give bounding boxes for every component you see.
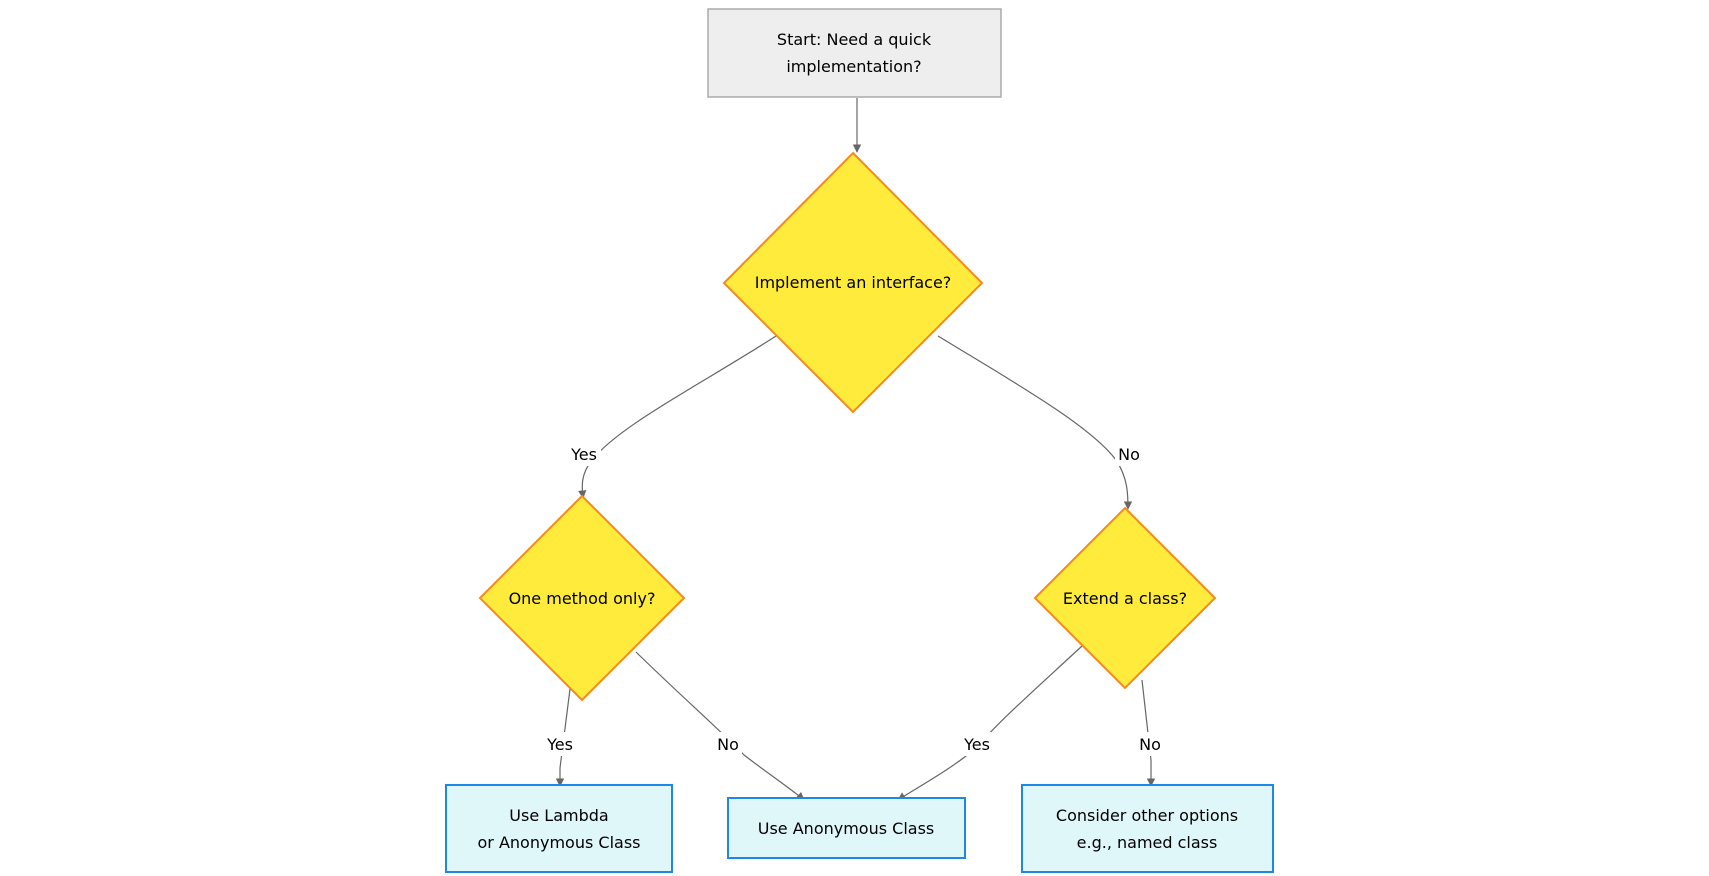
other-options-outcome-label-line1: Consider other options (1056, 806, 1238, 825)
interface-decision-label: Implement an interface? (755, 273, 952, 292)
start-node-label-line1: Start: Need a quick (777, 30, 932, 49)
edge-label-one-method-yes: Yes (546, 735, 573, 754)
edge-label-extend-no: No (1139, 735, 1161, 754)
edge-one-method-yes (555, 688, 571, 787)
edge-one-method-no (635, 651, 805, 801)
one-method-decision-node[interactable]: One method only? (478, 494, 686, 702)
edge-interface-yes (578, 335, 777, 499)
one-method-decision-diamond (478, 494, 686, 702)
anonymous-outcome-node[interactable]: Use Anonymous Class (727, 797, 966, 859)
other-options-outcome-node[interactable]: Consider other options e.g., named class (1021, 784, 1274, 873)
lambda-outcome-node[interactable]: Use Lambda or Anonymous Class (445, 784, 673, 873)
one-method-decision-label: One method only? (509, 589, 656, 608)
lambda-outcome-label-line2: or Anonymous Class (478, 833, 641, 852)
edge-labels-group: Yes No Yes No Yes No (543, 442, 1164, 756)
lambda-outcome-box (445, 784, 673, 873)
other-options-outcome-label-line2: e.g., named class (1077, 833, 1218, 852)
interface-decision-node[interactable]: Implement an interface? (722, 151, 984, 414)
edge-extend-yes (897, 645, 1083, 801)
edge-label-interface-no: No (1118, 445, 1140, 464)
anonymous-outcome-box (727, 797, 966, 859)
edge-label-extend-yes: Yes (963, 735, 990, 754)
start-node-label-line2: implementation? (786, 57, 921, 76)
other-options-outcome-box (1021, 784, 1274, 873)
edge-label-interface-yes: Yes (570, 445, 597, 464)
start-node-box (707, 8, 1002, 98)
lambda-outcome-label-line1: Use Lambda (509, 806, 608, 825)
extend-class-decision-label: Extend a class? (1063, 589, 1187, 608)
extend-class-decision-diamond (1033, 506, 1217, 690)
interface-decision-diamond (722, 151, 984, 414)
edge-extend-no (1141, 679, 1156, 787)
edge-interface-no (937, 335, 1133, 510)
extend-class-decision-node[interactable]: Extend a class? (1033, 506, 1217, 690)
anonymous-outcome-label: Use Anonymous Class (758, 819, 935, 838)
start-node[interactable]: Start: Need a quick implementation? (707, 8, 1002, 98)
edge-label-one-method-no: No (717, 735, 739, 754)
